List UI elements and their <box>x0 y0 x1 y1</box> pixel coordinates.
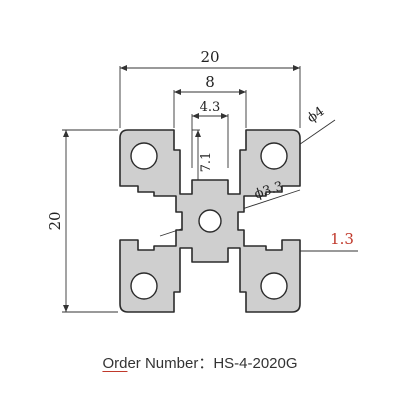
order-label-prefix: Ord <box>102 355 128 372</box>
profile-drawing: 20 8 4.3 7.1 20 ϕ4 ϕ3.3 1.3 <box>46 48 358 313</box>
dim-slot-inner-label: 4.3 <box>200 100 221 115</box>
center-hole <box>198 209 222 233</box>
dim-width-label: 20 <box>200 48 219 66</box>
order-label-rest: er Number： <box>127 355 214 372</box>
corner-hole-top-left <box>130 142 158 170</box>
dim-height-label: 20 <box>46 211 64 230</box>
corner-hole-bottom-left <box>130 272 158 300</box>
corner-hole-top-right <box>260 142 288 170</box>
extension-lines <box>62 66 301 313</box>
dim-wall-label: 1.3 <box>330 230 354 248</box>
dim-slot-depth-label: 7.1 <box>199 152 214 173</box>
dim-hole-corner-label: ϕ4 <box>305 104 328 126</box>
dim-slot-outer-label: 8 <box>205 73 215 91</box>
corner-hole-bottom-right <box>260 272 288 300</box>
order-number-caption: Order Number：HS-4-2020G <box>0 352 400 373</box>
order-number-value: HS-4-2020G <box>213 355 298 372</box>
